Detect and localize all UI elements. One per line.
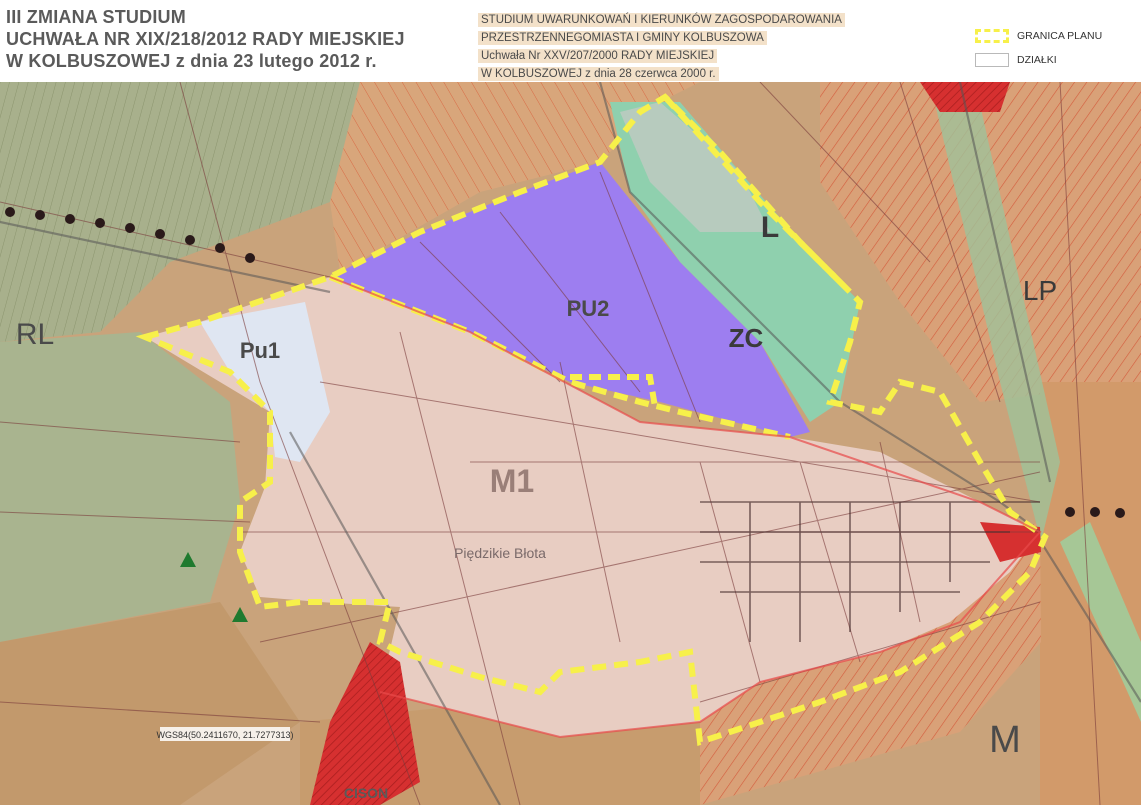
green-strip-east [930,82,1060,542]
header-left-line-1: III ZMIANA STUDIUM [6,7,186,27]
header-mid: STUDIUM UWARUNKOWAŃ I KIERUNKÓW ZAGOSPOD… [478,10,908,82]
red-zone-south [310,642,420,805]
coords-box [160,727,290,741]
green-strip-southeast [1060,522,1141,722]
boundary-segment-pu2 [328,274,791,440]
zone-label-lp: LP [1023,275,1057,306]
header-left: III ZMIANA STUDIUM UCHWAŁA NR XIX/218/20… [6,6,446,72]
boundary-segment-north [662,94,843,285]
forest-area-northwest [0,82,360,342]
header-mid-line-1: STUDIUM UWARUNKOWAŃ I KIERUNKÓW ZAGOSPOD… [478,13,845,27]
header-mid-line-2: PRZESTRZENNEGOMIASTA I GMINY KOLBUSZOWA [478,31,767,45]
road-name-label: CISON [344,785,388,801]
zone-label-pu1: Pu1 [240,338,280,363]
legend-item-granica: GRANICA PLANU [975,26,1135,46]
red-zone-northeast [920,82,1010,112]
legend-label-granica: GRANICA PLANU [1017,30,1103,42]
residential-area-southwest [0,602,300,805]
zone-label-l: L [761,211,779,244]
map-canvas[interactable]: PU2 Pu1 ZC M1 L LP RL M Piędzikie Błota … [0,82,1141,805]
granica-symbol-icon [975,29,1009,43]
coords-label: WGS84(50.2411670, 21.7277313) [157,730,294,740]
zone-label-m1: M1 [490,463,534,499]
boundary-segment-inner [570,374,658,408]
zone-pu1-area [200,302,330,462]
zone-label-zc: ZC [729,323,764,353]
header-left-line-3: W KOLBUSZOWEJ z dnia 23 lutego 2012 r. [6,51,377,71]
legend-label-dzialki: DZIAŁKI [1017,54,1057,66]
dzialki-symbol-icon [975,53,1009,67]
zone-label-pu2: PU2 [567,296,610,321]
dotted-line-east [1065,507,1125,518]
tree-icons [180,552,248,622]
hatched-area-north [330,82,700,272]
zone-m1-area [145,277,1040,737]
place-name-label: Piędzikie Błota [454,545,546,561]
green-area-west [0,332,240,642]
zone-l-area [620,102,770,232]
header-left-line-2: UCHWAŁA NR XIX/218/2012 RADY MIEJSKIEJ [6,29,405,49]
m1-red-outline [329,276,1042,739]
legend: GRANICA PLANU DZIAŁKI [975,26,1135,74]
header-mid-line-4: W KOLBUSZOWEJ z dnia 28 czerwca 2000 r. [478,67,719,81]
header-mid-line-3: Uchwała Nr XXV/207/2000 RADY MIEJSKIEJ [478,49,718,63]
zone-label-m: M [989,719,1021,761]
legend-item-dzialki: DZIAŁKI [975,50,1135,70]
zone-pu2-area [330,162,810,437]
zone-label-rl: RL [16,318,54,351]
dotted-line-west [5,207,255,263]
grid-lines-south [700,501,1040,642]
